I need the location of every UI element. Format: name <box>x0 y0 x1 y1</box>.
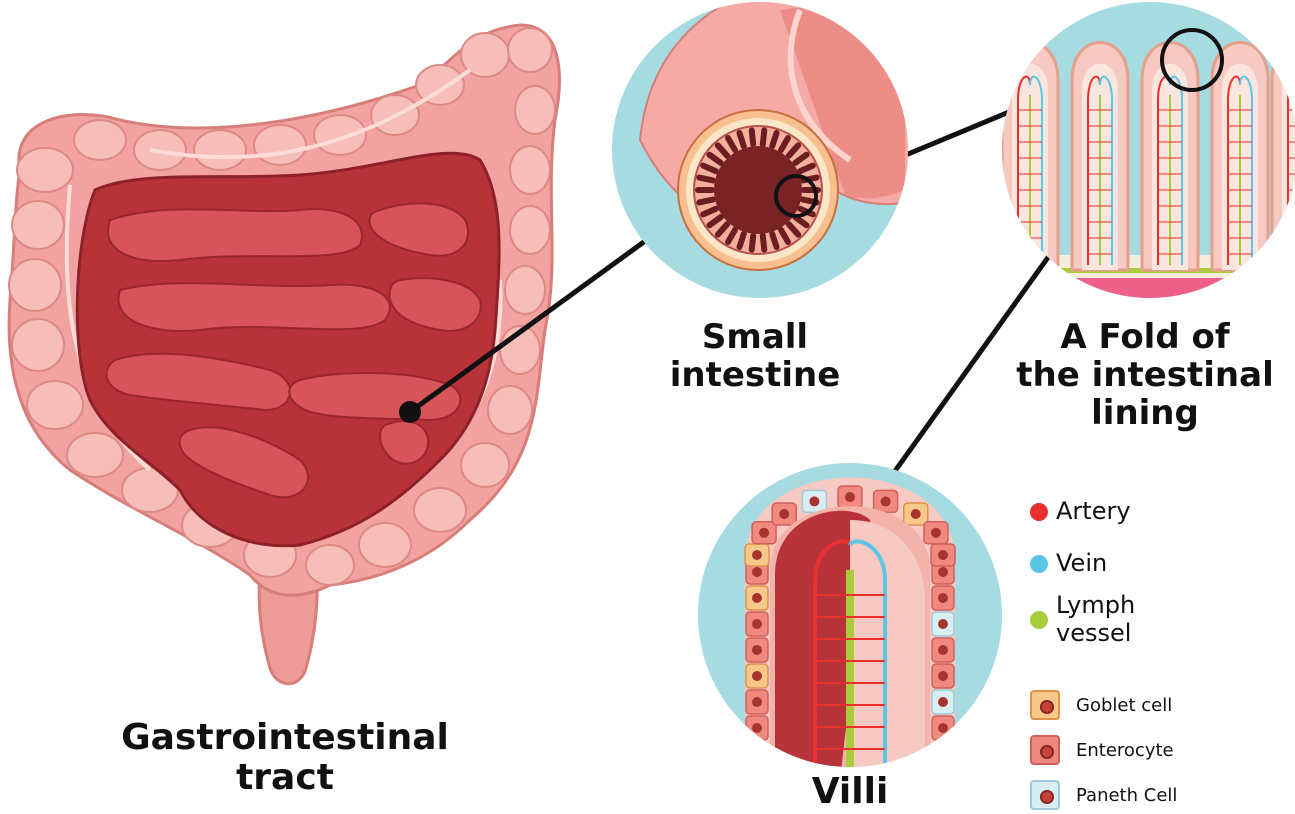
enterocyte-icon <box>1030 735 1060 765</box>
legend-item-goblet-cell: Goblet cell <box>1030 690 1172 720</box>
label-line: the intestinal <box>1010 356 1280 394</box>
label-line: Villi <box>770 772 930 812</box>
legend-label: Enterocyte <box>1076 740 1174 761</box>
label-villi: Villi <box>770 772 930 812</box>
label-small-intestine: Small intestine <box>640 318 870 394</box>
label-line: tract <box>95 758 475 798</box>
legend-item-artery: Artery <box>1030 498 1131 526</box>
label-line: Small <box>640 318 870 356</box>
artery-dot-icon <box>1030 503 1048 521</box>
paneth-cell-icon <box>1030 780 1060 810</box>
legend-label: Lymph <box>1056 592 1135 620</box>
label-gastrointestinal-tract: Gastrointestinal tract <box>95 718 475 799</box>
legend-label: Artery <box>1056 497 1131 525</box>
legend-label: Goblet cell <box>1076 695 1172 716</box>
legend-label: Vein <box>1056 549 1107 577</box>
legend-item-paneth-cell: Paneth Cell <box>1030 780 1177 810</box>
legend-item-lymph-vessel: Lymph vessel <box>1030 592 1135 647</box>
lymph-dot-icon <box>1030 611 1048 629</box>
label-line: Gastrointestinal <box>95 718 475 758</box>
label-line: A Fold of <box>1010 318 1280 356</box>
legend-label: vessel <box>1056 620 1135 648</box>
legend-label: Paneth Cell <box>1076 785 1177 806</box>
goblet-cell-icon <box>1030 690 1060 720</box>
label-intestinal-fold: A Fold of the intestinal lining <box>1010 318 1280 432</box>
label-line: intestine <box>640 356 870 394</box>
legend-item-vein: Vein <box>1030 550 1107 578</box>
villi-illustration <box>698 463 1002 792</box>
gastrointestinal-tract-illustration <box>9 25 559 684</box>
small-intestine-illustration <box>612 0 920 298</box>
vein-dot-icon <box>1030 555 1048 573</box>
legend-item-enterocyte: Enterocyte <box>1030 735 1174 765</box>
label-line: lining <box>1010 394 1280 432</box>
